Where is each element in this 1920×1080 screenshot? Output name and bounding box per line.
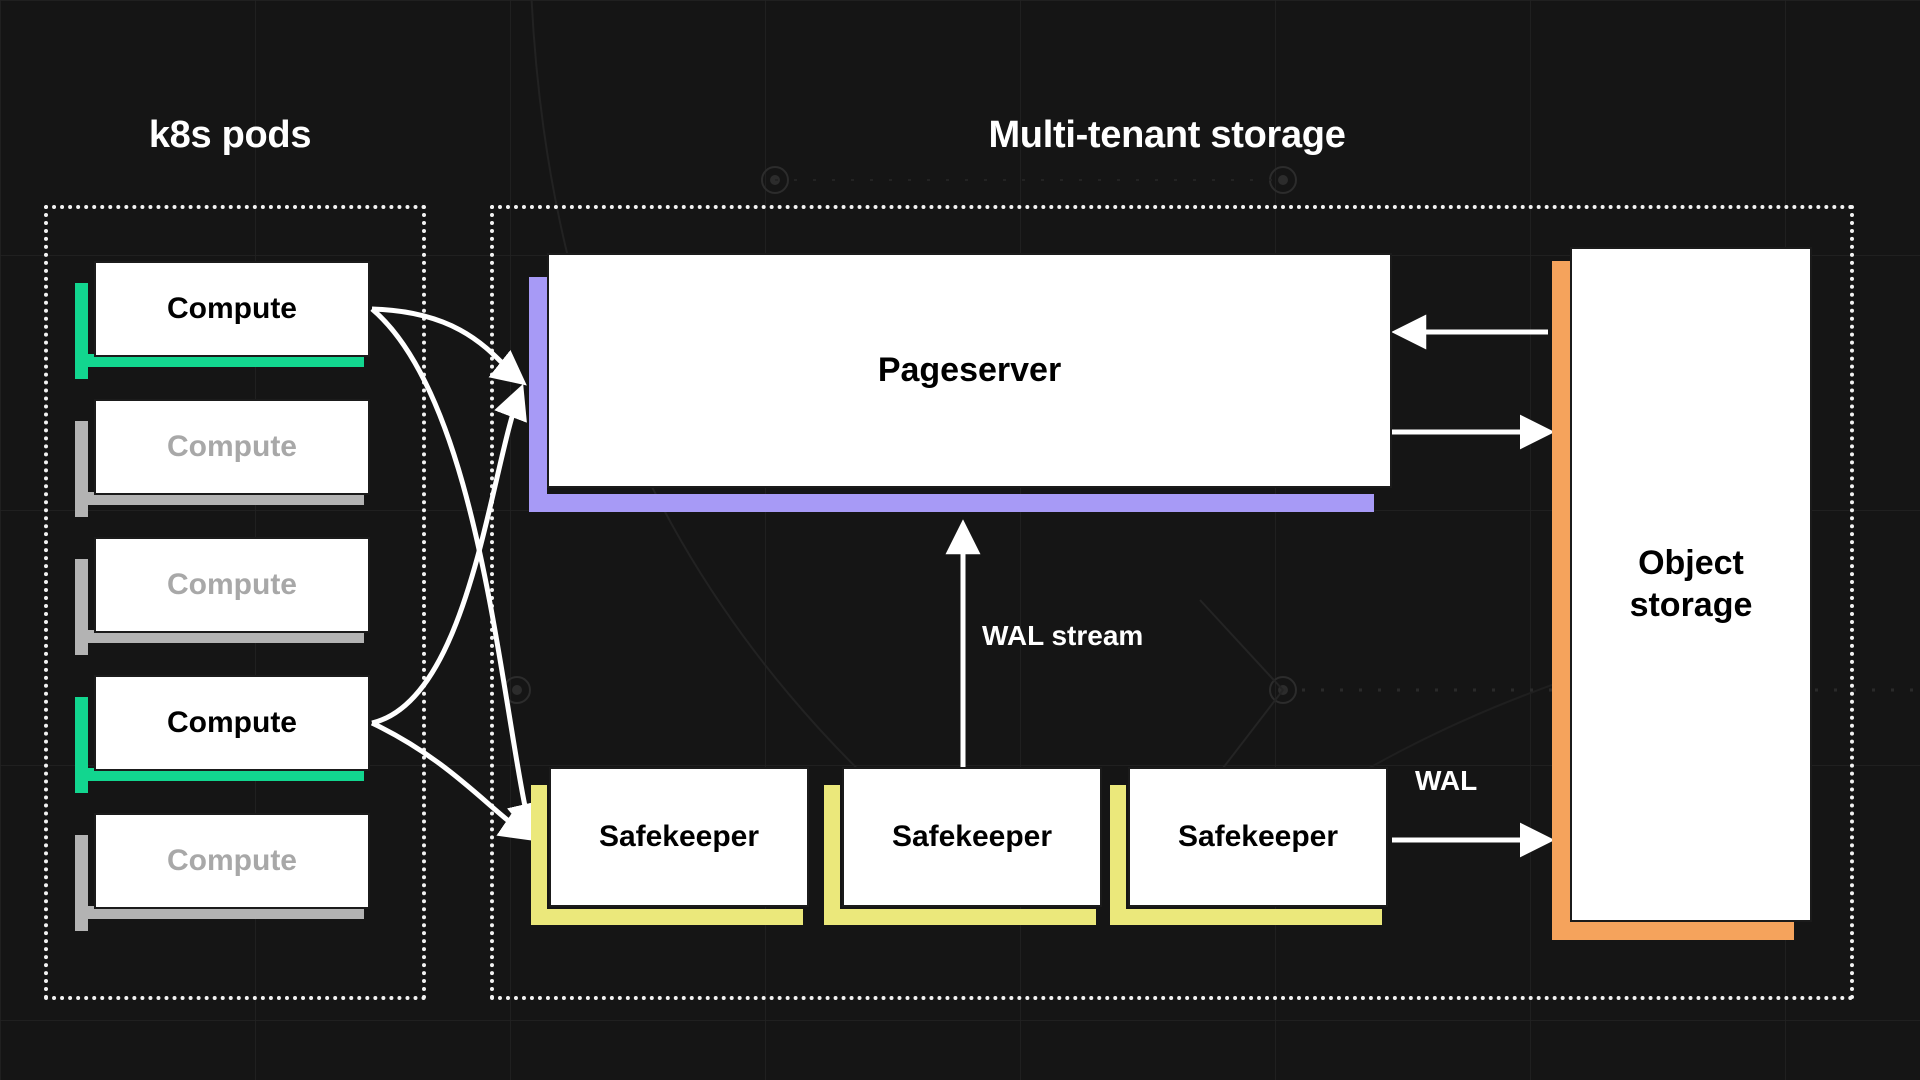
safekeeper-accent-left-3 (1110, 785, 1126, 925)
node-pageserver[interactable]: Pageserver (547, 253, 1392, 488)
object-storage-label-line1: Object (1638, 544, 1744, 583)
safekeeper-accent-bottom-2 (824, 909, 1096, 925)
safekeeper-accent-left-1 (531, 785, 547, 925)
object-storage-accent-left (1552, 261, 1570, 936)
pageserver-accent-bottom (529, 494, 1374, 512)
node-compute-5[interactable]: Compute (94, 813, 370, 909)
section-title-k8s-pods: k8s pods (148, 114, 312, 156)
node-compute-3[interactable]: Compute (94, 537, 370, 633)
node-safekeeper-3[interactable]: Safekeeper (1128, 767, 1388, 907)
object-storage-accent-bottom (1552, 922, 1794, 940)
node-compute-2[interactable]: Compute (94, 399, 370, 495)
edge-label-wal-stream: WAL stream (982, 620, 1144, 651)
edge-label-wal: WAL (1415, 765, 1478, 796)
node-compute-4[interactable]: Compute (94, 675, 370, 771)
node-safekeeper-1[interactable]: Safekeeper (549, 767, 809, 907)
object-storage-label-line2: storage (1629, 585, 1753, 624)
section-title-multi-tenant-storage: Multi-tenant storage (988, 114, 1346, 156)
node-compute-1[interactable]: Compute (94, 261, 370, 357)
node-object-storage[interactable]: Object storage (1570, 247, 1812, 922)
node-safekeeper-2[interactable]: Safekeeper (842, 767, 1102, 907)
safekeeper-accent-bottom-1 (531, 909, 803, 925)
pageserver-accent-left (529, 277, 547, 512)
safekeeper-accent-bottom-3 (1110, 909, 1382, 925)
safekeeper-accent-left-2 (824, 785, 840, 925)
